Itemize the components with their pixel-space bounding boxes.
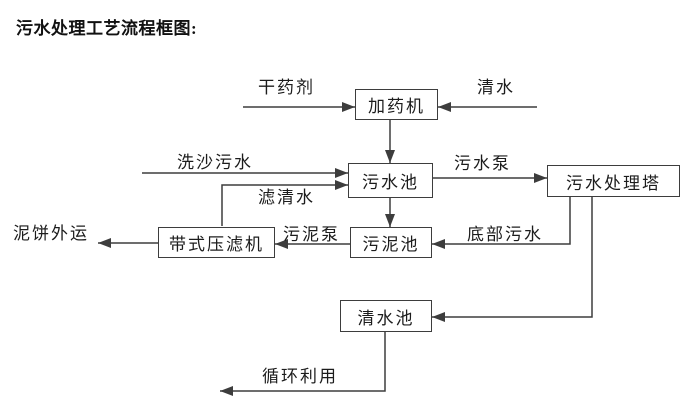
node-sludge-pool: 污泥池 [350, 227, 432, 258]
label-dry-chemical: 干药剂 [258, 78, 315, 97]
label-sewage-pump: 污水泵 [454, 154, 511, 173]
label-recycle-use: 循环利用 [262, 367, 338, 386]
arrow-bottom-sewage-to-sludge-pool [432, 197, 571, 249]
label-clean-water: 清水 [477, 78, 515, 97]
label-mud-cake-outbound: 泥饼外运 [13, 224, 89, 243]
label-bottom-sewage: 底部污水 [467, 225, 543, 244]
node-belt-filter-press: 带式压滤机 [158, 227, 275, 258]
arrow-recycle-use [220, 332, 386, 396]
diagram-title: 污水处理工艺流程框图: [16, 19, 198, 38]
node-sewage-pool: 污水池 [348, 163, 433, 198]
label-sludge-pump: 污泥泵 [283, 225, 340, 244]
node-treatment-tower: 污水处理塔 [547, 165, 680, 197]
arrow-treatment-tower-to-clean-water-pool [432, 197, 593, 322]
label-sand-wash-sewage: 洗沙污水 [177, 153, 253, 172]
node-clean-water-pool: 清水池 [340, 300, 432, 332]
label-filtered-water: 滤清水 [258, 188, 315, 207]
arrow-filtered-water-to-sewage-pool [221, 180, 348, 226]
node-dosing-machine: 加药机 [355, 89, 438, 120]
